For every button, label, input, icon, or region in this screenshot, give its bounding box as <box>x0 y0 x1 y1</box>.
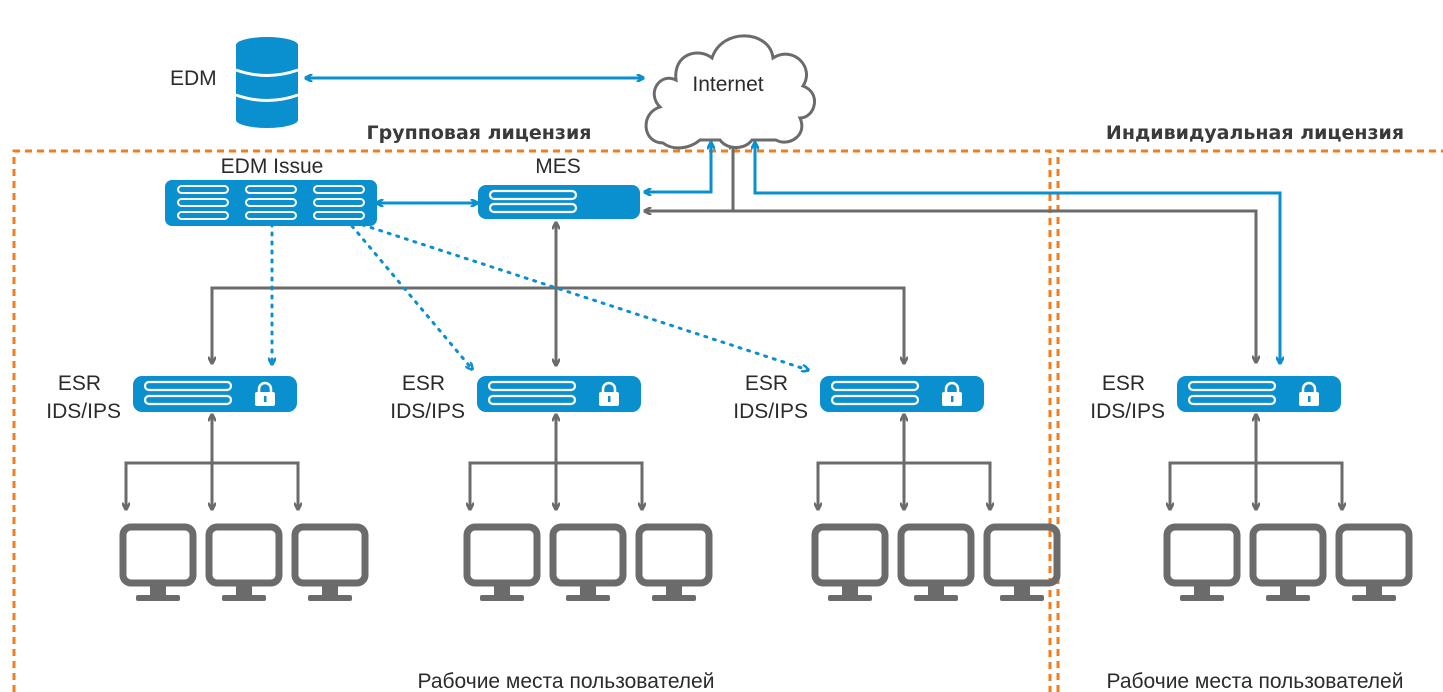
workstation-group-4 <box>1167 415 1409 601</box>
individual-license-title: Индивидуальная лицензия <box>1106 122 1404 144</box>
mes-server[interactable]: MES <box>478 155 640 219</box>
esr-label: ESR <box>402 372 445 395</box>
server-icon <box>165 180 377 226</box>
workstations-label-individual: Рабочие места пользователей <box>1107 670 1404 692</box>
cloud-icon <box>644 34 816 150</box>
esr-label: ESR <box>745 372 788 395</box>
workstation-group-2 <box>467 415 709 601</box>
mes-internet-link <box>645 143 711 192</box>
monitor-icon <box>123 415 365 601</box>
mes-label: MES <box>535 155 581 178</box>
router-icon <box>131 374 299 414</box>
group-license-zone: Групповая лицензия <box>12 122 1052 692</box>
internet-label: Internet <box>692 73 763 96</box>
edm-issue-server[interactable]: EDM Issue <box>165 155 377 226</box>
internet-esr4-blue-link <box>755 143 1280 363</box>
esr-device-3[interactable]: ESR IDS/IPS <box>733 372 986 423</box>
router-icon <box>478 185 640 219</box>
license-link-esr2 <box>350 224 472 369</box>
esr-device-2[interactable]: ESR IDS/IPS <box>390 372 643 423</box>
ids-ips-label: IDS/IPS <box>1090 400 1165 423</box>
group-license-title: Групповая лицензия <box>367 122 592 144</box>
router-icon <box>818 374 986 414</box>
internet-cloud: Internet <box>644 34 816 150</box>
workstations-label-group: Рабочие места пользователей <box>418 670 715 692</box>
monitor-icon <box>815 415 1057 601</box>
esr-device-4[interactable]: ESR IDS/IPS <box>1090 372 1343 423</box>
workstation-group-3 <box>815 415 1057 601</box>
connections <box>212 78 1280 370</box>
ids-ips-label: IDS/IPS <box>390 400 465 423</box>
monitor-icon <box>467 415 709 601</box>
esr-bus <box>212 286 904 363</box>
esr-label: ESR <box>1102 372 1145 395</box>
ids-ips-label: IDS/IPS <box>46 400 121 423</box>
monitor-icon <box>1167 415 1409 601</box>
router-icon <box>475 374 643 414</box>
esr-device-1[interactable]: ESR IDS/IPS <box>46 372 299 423</box>
license-link-esr3 <box>352 220 808 370</box>
ids-ips-label: IDS/IPS <box>733 400 808 423</box>
workstation-group-1 <box>123 415 365 601</box>
edm-issue-label: EDM Issue <box>221 155 324 178</box>
router-icon <box>1175 374 1343 414</box>
edm-label: EDM <box>170 67 217 90</box>
database-icon <box>235 37 299 128</box>
edm-database: EDM <box>170 37 299 128</box>
esr-label: ESR <box>58 372 101 395</box>
